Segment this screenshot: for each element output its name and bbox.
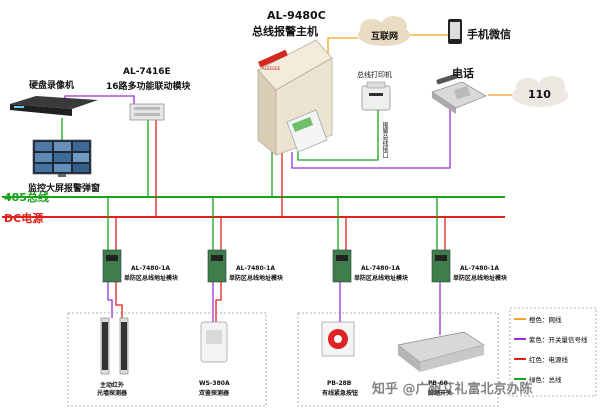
module-1-model: AL-7480-1A xyxy=(131,265,170,272)
bus485-label: 485总线 xyxy=(4,191,49,204)
legend-swatch-signal xyxy=(514,338,526,340)
device-1-line1: 主动红外 xyxy=(100,382,125,389)
legend-label-power: 红色：电源线 xyxy=(529,356,568,364)
device-drops xyxy=(107,282,441,335)
device-4-line1: PB-60 xyxy=(428,380,448,387)
wechat-label: 手机微信 xyxy=(467,28,511,41)
module-4-name: 单防区总线地址模块 xyxy=(453,275,508,282)
device-4-line2: 脚踏开关 xyxy=(428,390,453,397)
dual-detector-icon xyxy=(200,321,228,363)
internet-cloud-icon xyxy=(358,16,410,46)
module-4-model: AL-7480-1A xyxy=(460,265,499,272)
button-group-box xyxy=(297,312,499,407)
module-1-name: 单防区总线地址模块 xyxy=(124,275,179,282)
host-brand: ALEEGEE xyxy=(262,66,281,71)
module-drops xyxy=(107,197,446,250)
legend-box xyxy=(509,307,597,397)
device-3-line2: 有线紧急按钮 xyxy=(322,390,359,397)
legend-label-signal: 紫色：开关量信号线 xyxy=(529,336,588,344)
host-name: 总线报警主机 xyxy=(252,25,318,38)
dvr-label: 硬盘录像机 xyxy=(29,81,75,91)
host-model: AL-9480C xyxy=(267,9,326,22)
infrared-beam-icon xyxy=(100,317,129,375)
detector-group-box xyxy=(67,312,267,407)
mobile-phone-icon xyxy=(448,19,462,44)
port-label: 报警总线接口 xyxy=(381,122,388,158)
module-3-name: 单防区总线地址模块 xyxy=(354,275,409,282)
linkage-name: 16路多功能联动模块 xyxy=(106,82,191,92)
module-2-model: AL-7480-1A xyxy=(236,265,275,272)
police-cloud-icon xyxy=(512,76,568,107)
dvr-icon xyxy=(10,96,98,116)
screen-label: 监控大屏报警弹窗 xyxy=(28,184,101,194)
linkage-model: AL-7416E xyxy=(123,67,171,77)
keypad-icon xyxy=(286,109,328,153)
module-3-model: AL-7480-1A xyxy=(361,265,400,272)
legend-label-network: 橙色：网线 xyxy=(529,316,562,324)
printer-label: 总线打印机 xyxy=(357,71,392,79)
legend-item-signal: 紫色：开关量信号线 xyxy=(514,334,588,344)
address-module-icons xyxy=(102,249,451,283)
legend-swatch-power xyxy=(514,358,526,360)
legend-label-bus: 绿色：总线 xyxy=(529,376,562,384)
legend-item-power: 红色：电源线 xyxy=(514,354,568,364)
police-label: 110 xyxy=(528,88,551,101)
printer-icon xyxy=(361,81,391,111)
module-2-name: 单防区总线地址模块 xyxy=(229,275,284,282)
foot-switch-icon xyxy=(397,331,485,372)
phone-label: 电话 xyxy=(452,67,474,80)
internet-label: 互联网 xyxy=(371,32,399,42)
busdc-label: DC电源 xyxy=(4,212,44,225)
monitor-wall-icon xyxy=(32,139,92,177)
device-3-line1: PB-28B xyxy=(327,380,352,387)
legend-swatch-bus xyxy=(514,378,526,380)
legend-item-bus: 绿色：总线 xyxy=(514,374,562,384)
device-2-line2: 双鉴探测器 xyxy=(199,390,230,397)
legend-item-network: 橙色：网线 xyxy=(514,314,562,324)
emergency-button-icon xyxy=(321,321,355,357)
legend-swatch-network xyxy=(514,318,526,320)
watermark: 知乎 @广州艾礼富北京办陈 xyxy=(372,382,533,397)
telephone-icon xyxy=(431,73,487,114)
linkage-module-icon xyxy=(129,103,165,121)
device-2-line1: WS-380A xyxy=(199,380,230,387)
device-1-line2: 光墙探测器 xyxy=(97,390,128,397)
